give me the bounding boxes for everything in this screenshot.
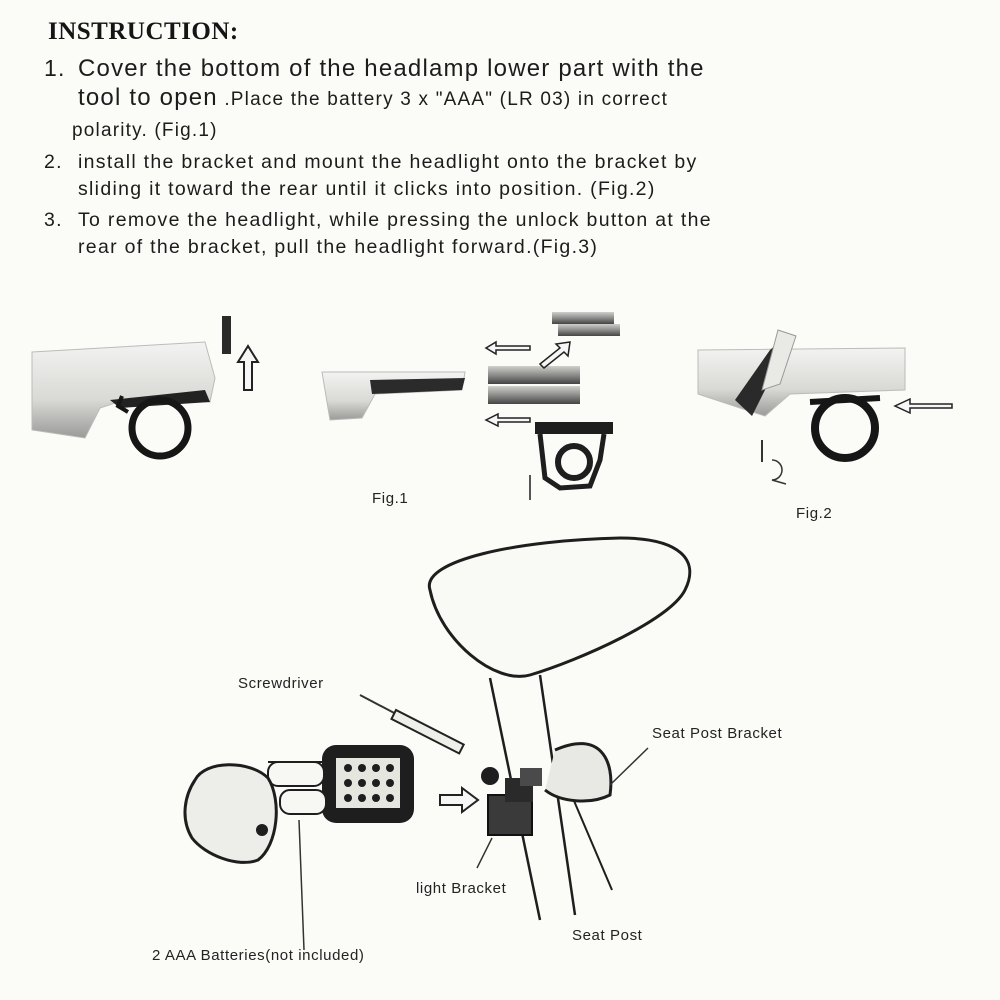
instruction-heading: INSTRUCTION: [48, 18, 239, 45]
battery-pack-middle [488, 366, 580, 404]
light-body [322, 745, 414, 823]
fig1-lamp-exploded [321, 312, 620, 500]
fig1-lamp-left [31, 316, 260, 460]
step-1-line-1: Cover the bottom of the headlamp lower p… [78, 55, 705, 82]
saddle [427, 536, 692, 678]
step-3-line-1: To remove the headlight, while pressing … [78, 209, 712, 231]
step-1-line-2b: .Place the battery 3 x "AAA" (LR 03) in … [217, 89, 669, 110]
fig2-lamp [697, 329, 953, 485]
step-2-line-1: install the bracket and mount the headli… [78, 151, 698, 173]
step-2-number: 2. [44, 151, 63, 173]
seat-post-label: Seat Post [572, 927, 643, 944]
step-1-line-2: tool to open [78, 84, 218, 111]
illustrations [31, 312, 953, 951]
fig2-caption: Fig.2 [796, 505, 833, 522]
rear-lens [183, 763, 278, 864]
fig1-bracket [529, 422, 613, 500]
screwdriver [359, 694, 466, 755]
step-2-line-2: sliding it toward the rear until it clic… [78, 178, 656, 200]
seat-post-bracket-label: Seat Post Bracket [652, 725, 783, 742]
light-bracket-label: light Bracket [416, 880, 507, 897]
fig3-seat-assembly [183, 536, 692, 951]
light-bracket [487, 768, 542, 836]
step-2: 2. install the bracket and mount the hea… [44, 149, 914, 203]
fig1-caption: Fig.1 [372, 490, 409, 507]
instruction-steps: 1. Cover the bottom of the headlamp lowe… [44, 54, 914, 261]
step-3-number: 3. [44, 209, 63, 231]
aaa-batteries [267, 761, 327, 815]
screwdriver-label: Screwdriver [238, 675, 324, 692]
batteries-label: 2 AAA Batteries(not included) [152, 947, 365, 964]
step-1: 1. Cover the bottom of the headlamp lowe… [44, 54, 914, 145]
step-1-line-3: polarity. (Fig.1) [72, 120, 218, 141]
battery-pack-top [552, 312, 620, 336]
step-3: 3. To remove the headlight, while pressi… [44, 207, 914, 261]
seat-post-bracket [544, 742, 613, 803]
step-3-line-2: rear of the bracket, pull the headlight … [78, 236, 599, 258]
step-1-number: 1. [44, 55, 66, 81]
